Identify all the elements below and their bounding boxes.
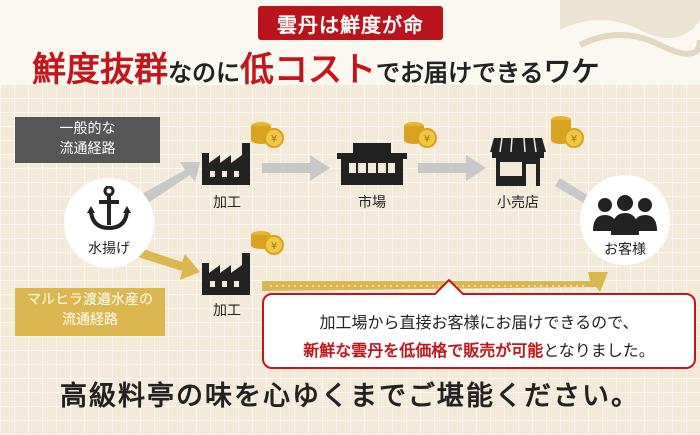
general-route-label: 一般的な 流通経路 bbox=[15, 117, 160, 163]
svg-text:¥: ¥ bbox=[271, 241, 277, 252]
headline-part-3: 低コスト bbox=[240, 50, 376, 90]
note-line1: 加工場から直接お客様にお届けできるので、 bbox=[319, 313, 639, 332]
footer-message: 高級料亭の味を心ゆくまでご堪能ください。 bbox=[60, 381, 640, 412]
callout-pointer bbox=[434, 279, 464, 295]
maruhira-route-label: マルヒラ渡邉水産の 流通経路 bbox=[15, 288, 165, 336]
store-icon bbox=[490, 138, 546, 186]
note-tail: となりました。 bbox=[543, 341, 655, 360]
note-callout: 加工場から直接お客様にお届けできるので、 新鮮な雲丹を低価格で販売が可能となりま… bbox=[262, 279, 696, 369]
yen-coins-icon: ¥ bbox=[404, 122, 437, 148]
maruhira-label-line2: 流通経路 bbox=[62, 312, 118, 328]
market-label: 市場 bbox=[358, 195, 386, 211]
headline: 鮮度抜群 なのに 低コスト でお届けできる ワケ bbox=[32, 42, 600, 90]
maruhira-route-arrows bbox=[138, 248, 608, 292]
headline-part-5: ワケ bbox=[543, 55, 600, 88]
title-badge: 雲丹は鮮度が命 bbox=[258, 6, 443, 40]
general-label-line1: 一般的な bbox=[59, 121, 116, 137]
general-label-line2: 流通経路 bbox=[59, 141, 116, 157]
market-icon bbox=[337, 143, 407, 185]
headline-part-4: でお届けできる bbox=[376, 58, 544, 87]
factory-icon bbox=[202, 143, 250, 185]
wave-decoration bbox=[560, 0, 700, 57]
svg-text:¥: ¥ bbox=[424, 134, 430, 145]
customer-node: お客様 bbox=[580, 175, 670, 265]
processing-bottom-label: 加工 bbox=[213, 303, 241, 319]
yen-coins-icon: ¥ bbox=[251, 231, 284, 255]
yen-coins-icon: ¥ bbox=[251, 122, 284, 148]
anchor-icon bbox=[87, 186, 131, 231]
retail-label: 小売店 bbox=[497, 195, 539, 211]
yen-coins-icon: ¥ bbox=[551, 116, 584, 148]
landing-node: 水揚げ bbox=[64, 178, 154, 268]
svg-text:¥: ¥ bbox=[271, 134, 277, 145]
headline-part-1: 鮮度抜群 bbox=[32, 50, 168, 90]
svg-text:¥: ¥ bbox=[571, 134, 577, 145]
factory-icon-bottom bbox=[202, 253, 250, 295]
customer-label: お客様 bbox=[604, 242, 646, 258]
note-highlight: 新鮮な雲丹を低価格で販売が可能 bbox=[303, 341, 544, 360]
headline-part-2: なのに bbox=[168, 58, 240, 87]
maruhira-label-line1: マルヒラ渡邉水産の bbox=[27, 292, 153, 308]
landing-label: 水揚げ bbox=[88, 241, 130, 257]
note-line2: 新鮮な雲丹を低価格で販売が可能となりました。 bbox=[264, 337, 694, 361]
processing-top-label: 加工 bbox=[213, 195, 241, 211]
people-icon bbox=[593, 195, 657, 235]
